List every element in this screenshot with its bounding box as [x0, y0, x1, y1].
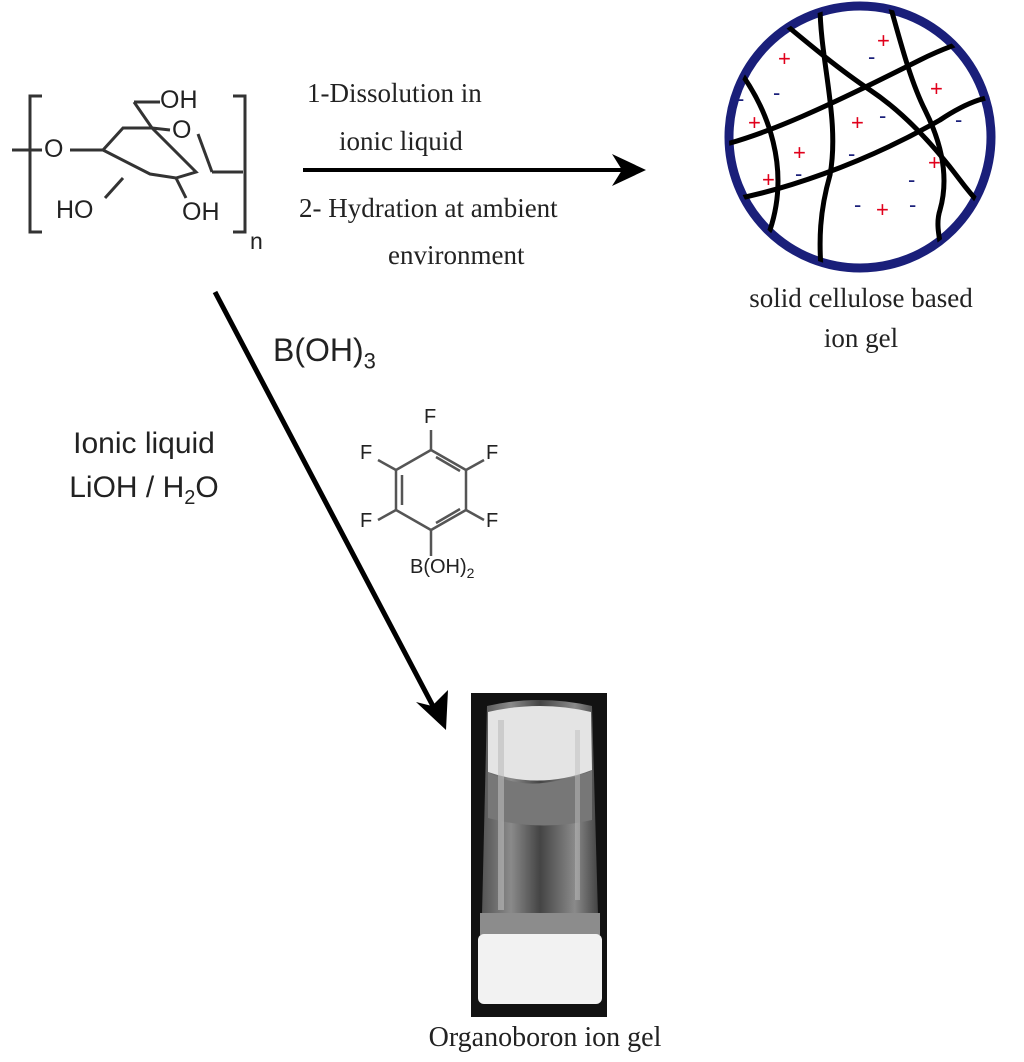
forward-step-2b: environment	[388, 240, 525, 270]
conditions-line2-pre: LiOH / H	[69, 471, 185, 504]
gel-foam	[488, 706, 592, 781]
minus-sign: -	[737, 86, 744, 111]
vial-reflection	[498, 720, 504, 910]
pfp-f-lower-left: F	[360, 510, 373, 532]
pfp-f-top: F	[424, 406, 437, 428]
pfp-f-upper-left: F	[360, 442, 373, 464]
plus-sign: +	[876, 197, 889, 222]
bond-c3-ho	[103, 176, 125, 200]
reagent-boric-acid: B(OH)3	[273, 332, 376, 374]
bond-c-f-upper-right	[465, 458, 485, 472]
minus-sign: -	[868, 44, 875, 69]
cellulose-ho-bottom: HO	[56, 196, 94, 224]
benzene-ring	[394, 448, 468, 532]
product-bottom-label: Organoboron ion gel	[428, 1022, 662, 1053]
pyranose-ring	[101, 126, 199, 180]
vial-photo	[471, 693, 607, 1017]
cellulose-o-ring: O	[172, 116, 192, 144]
pfp-boron-subscript: 2	[466, 565, 475, 581]
minus-sign: -	[854, 192, 861, 217]
vial-reflection	[575, 730, 580, 900]
forward-step-1b: ionic liquid	[339, 126, 463, 156]
bracket-left	[28, 94, 42, 234]
double-bond	[435, 455, 461, 473]
plus-sign: +	[851, 110, 864, 135]
minus-sign: -	[909, 192, 916, 217]
pfp-f-lower-right: F	[486, 510, 499, 532]
plus-sign: +	[748, 110, 761, 135]
bond-c5-c6	[132, 101, 154, 129]
minus-sign: -	[848, 141, 855, 166]
gel-speckle	[488, 770, 592, 826]
cellulose-o-left: O	[44, 135, 64, 163]
pfp-f-upper-right: F	[486, 442, 499, 464]
vial-neck	[480, 913, 600, 935]
plus-sign: +	[778, 46, 791, 71]
minus-sign: -	[955, 107, 962, 132]
cellulose-oh-bottom: OH	[182, 198, 220, 226]
bracket-right	[233, 94, 247, 234]
cellulose-structure	[12, 94, 247, 234]
minus-sign: -	[908, 167, 915, 192]
conditions-label: Ionic liquid LiOH / H2O	[38, 422, 250, 520]
bond-c2-oh	[174, 177, 188, 199]
cellulose-oh-top: OH	[160, 86, 198, 114]
cellulose-n-subscript: n	[250, 228, 263, 254]
conditions-line2-sub: 2	[184, 487, 196, 509]
bond-c-f-lower-left	[377, 508, 397, 522]
plus-sign: +	[930, 76, 943, 101]
forward-step-1: 1-Dissolution in	[307, 78, 482, 108]
diagonal-arrow	[212, 290, 448, 730]
forward-arrow	[303, 154, 646, 186]
plus-sign: +	[928, 150, 941, 175]
minus-sign: -	[773, 80, 780, 105]
reagent-boric-subscript: 3	[363, 348, 376, 374]
reagent-boric-text: B(OH)	[273, 332, 364, 368]
vial-cap	[478, 934, 602, 1004]
ion-gel-circle: + + + + + + + + + - - - - - - - - - -	[724, 1, 996, 273]
product-top-line1: solid cellulose based	[749, 283, 973, 313]
bond-ringo-c1	[196, 133, 214, 173]
minus-sign: -	[795, 161, 802, 186]
conditions-line1: Ionic liquid	[73, 427, 215, 460]
pfp-boron-text: B(OH)	[410, 556, 467, 578]
minus-sign: -	[879, 103, 886, 128]
pentafluorophenyl-structure	[377, 430, 485, 556]
bond-c5-ringo	[151, 126, 171, 132]
charge-signs: + + + + + + + + + - - - - - - - - - -	[737, 28, 962, 222]
product-top-line2: ion gel	[823, 323, 899, 353]
plus-sign: +	[877, 28, 890, 53]
plus-sign: +	[793, 140, 806, 165]
bond-c-f-lower-right	[465, 508, 485, 522]
conditions-line2-post: O	[195, 471, 219, 504]
bond-c-f-upper-left	[377, 458, 397, 472]
gel-border	[724, 1, 996, 273]
product-top-label: solid cellulose based ion gel	[696, 278, 1024, 358]
double-bond	[435, 507, 461, 525]
forward-step-2: 2- Hydration at ambient	[299, 193, 558, 223]
conditions-line2: LiOH / H2O	[38, 466, 250, 520]
plus-sign: +	[762, 167, 775, 192]
pfp-boron-group: B(OH)2	[410, 556, 474, 581]
